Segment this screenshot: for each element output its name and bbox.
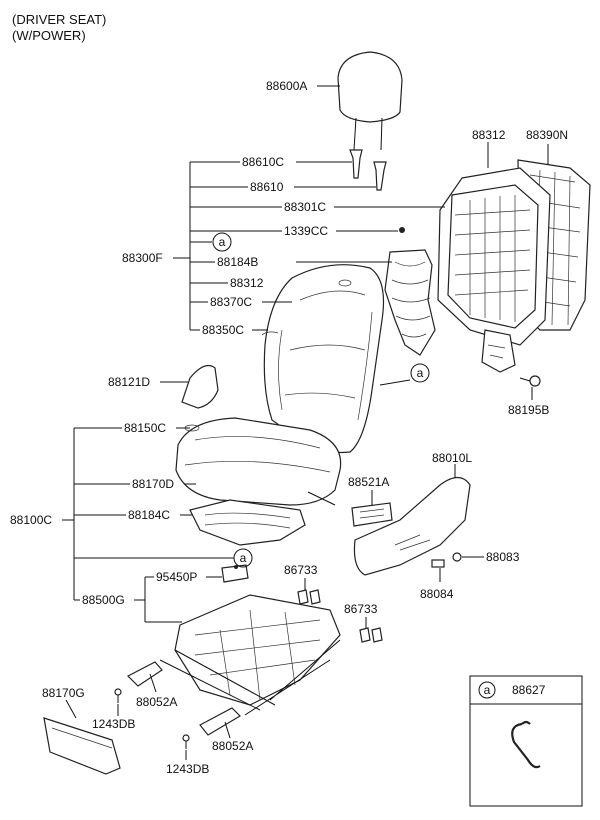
label-88083: 88083 [486, 550, 520, 564]
headrest-drawing [337, 51, 403, 151]
label-88312-top: 88312 [472, 128, 506, 142]
clips-86733-a-drawing [297, 589, 321, 605]
label-88521a: 88521A [348, 475, 389, 489]
label-88195b: 88195B [508, 403, 549, 417]
label-1243db-a: 1243DB [92, 717, 135, 731]
seat-track-drawing [159, 594, 341, 716]
bolt-88195b-drawing [519, 375, 541, 387]
switch-88521a-drawing [351, 502, 393, 527]
callout-letter-3: a [240, 551, 247, 565]
label-88610: 88610 [250, 180, 284, 194]
seat-cushion-drawing [175, 417, 342, 506]
part-88084-drawing [431, 559, 445, 568]
seatback-cushion-drawing [261, 264, 385, 454]
part-labels: 88600A 88312 88390N 88610C 88610 88301C … [10, 79, 568, 776]
side-cover-drawing [181, 365, 219, 409]
clips-86733-b-drawing [359, 627, 383, 643]
callout-letter-2: a [417, 366, 424, 380]
label-88300f: 88300F [122, 251, 163, 265]
label-88100c: 88100C [10, 513, 52, 527]
track-cover-a-drawing [126, 661, 163, 687]
cushion-pad-drawing [189, 499, 306, 546]
legend-box: a 88627 [469, 675, 583, 807]
label-88301c: 88301C [284, 200, 326, 214]
label-86733-a: 86733 [284, 563, 318, 577]
callout-circle-1: a [212, 232, 232, 252]
label-1243db-b: 1243DB [166, 762, 209, 776]
front-trim-drawing [43, 717, 121, 775]
module-95450p-drawing [221, 564, 249, 583]
label-88084: 88084 [420, 587, 454, 601]
callout-circle-2: a [410, 363, 430, 383]
label-88184c: 88184C [128, 508, 170, 522]
label-95450p: 95450P [156, 570, 197, 584]
headrest-guides-drawing [349, 149, 387, 191]
lumbar-pad-drawing [384, 249, 436, 356]
label-88312: 88312 [230, 276, 264, 290]
track-cover-b-drawing [199, 707, 241, 736]
side-shield-drawing [353, 476, 471, 576]
label-88121d: 88121D [108, 375, 150, 389]
washer-88083-drawing [452, 552, 462, 562]
label-88184b: 88184B [217, 255, 258, 269]
header-line-2: (W/POWER) [12, 28, 86, 43]
label-88010l: 88010L [432, 451, 472, 465]
screw-1243db-a-drawing [114, 688, 122, 703]
header-line-1: (DRIVER SEAT) [12, 12, 106, 27]
clip-1339cc-drawing [399, 227, 405, 233]
label-88170g: 88170G [42, 686, 85, 700]
label-88610c: 88610C [242, 155, 284, 169]
label-88350c: 88350C [202, 323, 244, 337]
wire-clip-drawing [511, 722, 541, 769]
leader-lines [62, 85, 549, 760]
label-88170d: 88170D [132, 477, 174, 491]
label-88150c: 88150C [124, 421, 166, 435]
callout-circle-3: a [233, 548, 253, 568]
callout-letter-1: a [219, 235, 226, 249]
screw-1243db-b-drawing [182, 734, 190, 749]
label-86733-b: 86733 [344, 602, 378, 616]
label-88052a-a: 88052A [136, 695, 177, 709]
legend-part-number: 88627 [512, 683, 546, 697]
seatback-frame-drawing [437, 159, 591, 373]
label-88600a: 88600A [266, 79, 307, 93]
legend-letter: a [484, 683, 491, 697]
label-88390n: 88390N [526, 128, 568, 142]
label-88052a-b: 88052A [212, 739, 253, 753]
label-88500g: 88500G [82, 593, 125, 607]
label-1339cc: 1339CC [284, 224, 328, 238]
label-88370c: 88370C [210, 295, 252, 309]
